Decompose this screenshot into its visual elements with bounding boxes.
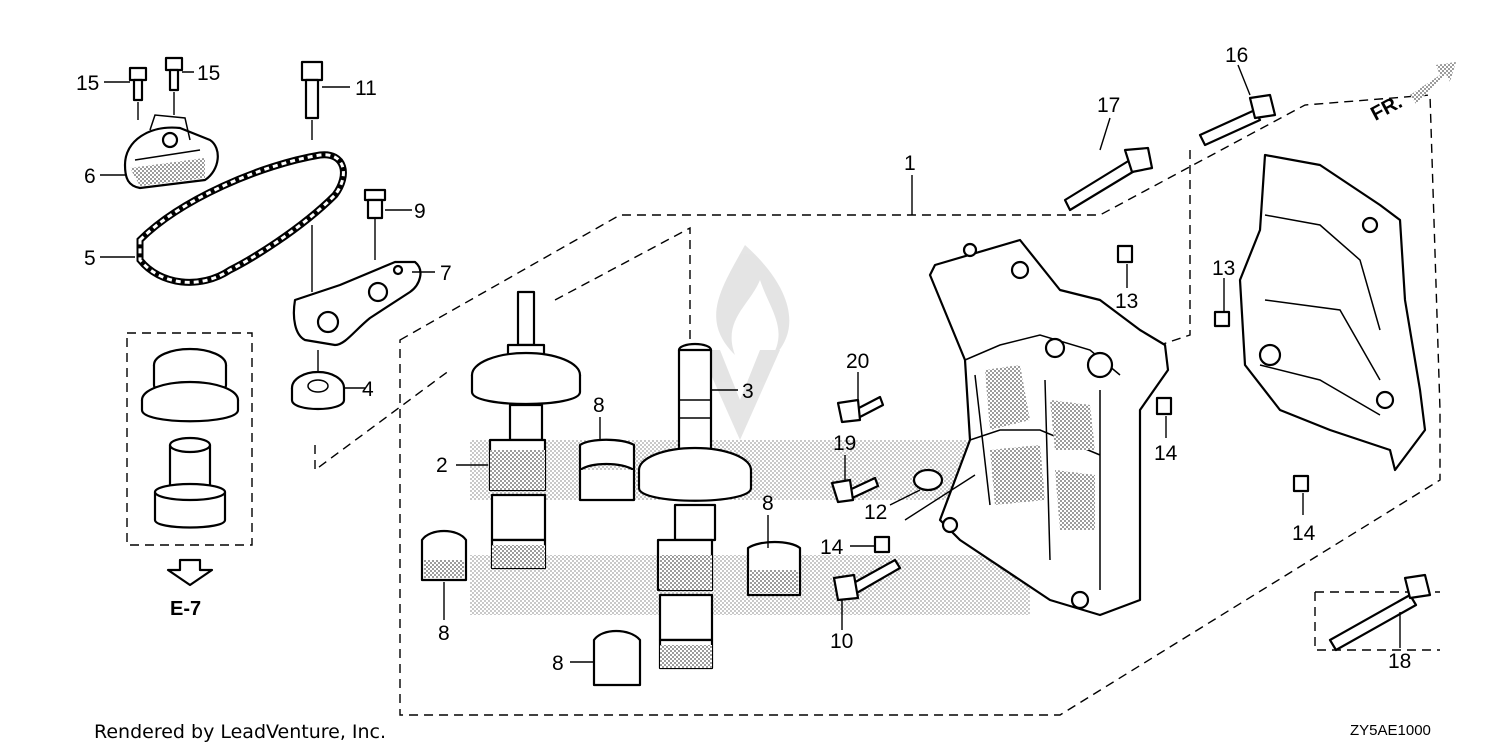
dowel-14-right <box>1292 474 1310 493</box>
timing-chain <box>136 151 347 286</box>
callout-12: 12 <box>864 501 887 524</box>
callout-2: 2 <box>436 454 448 477</box>
cylinder-head-cover <box>1238 153 1427 472</box>
front-direction-arrow-icon <box>1410 62 1456 104</box>
leader-lines <box>100 64 1401 663</box>
watermark-logo <box>700 245 790 440</box>
callout-5: 5 <box>84 247 96 270</box>
callout-20: 20 <box>846 350 869 373</box>
callout-15-b: 15 <box>197 62 220 85</box>
dowel-13-right <box>1213 310 1231 328</box>
dowel-13-left <box>1116 244 1134 264</box>
bolt-11 <box>300 60 324 140</box>
sleeve-12 <box>912 468 944 492</box>
callout-8-d: 8 <box>552 652 564 675</box>
callout-8-a: 8 <box>593 394 605 417</box>
head-cover-outline <box>1159 150 1191 346</box>
callout-8-c: 8 <box>762 492 774 515</box>
camshaft-exhaust <box>637 342 753 670</box>
camshaft-group-outline <box>554 226 691 470</box>
callout-14-a: 14 <box>1154 442 1178 465</box>
dowel-14-upper <box>1155 396 1173 416</box>
callout-13-a: 13 <box>1115 290 1138 313</box>
callout-6: 6 <box>84 165 96 188</box>
bolt-18 <box>1328 573 1432 652</box>
bolt-15-right <box>164 56 184 92</box>
camshaft-intake <box>470 290 582 570</box>
callout-18: 18 <box>1388 650 1411 673</box>
callout-17: 17 <box>1097 94 1120 117</box>
bolt-16 <box>1198 93 1277 147</box>
bearing-half-b <box>420 529 468 582</box>
chain-tensioner <box>123 114 219 190</box>
callout-10: 10 <box>830 630 853 653</box>
callout-3: 3 <box>742 380 754 403</box>
bolt-20 <box>836 395 885 424</box>
inset-outline <box>126 332 253 546</box>
callout-4: 4 <box>362 378 374 401</box>
bolt-9 <box>363 188 387 260</box>
callout-14-c: 14 <box>1292 522 1316 545</box>
bolt-15-left <box>128 66 148 102</box>
direction-label: FR. <box>1367 91 1406 126</box>
callout-15-a: 15 <box>76 72 99 95</box>
bolt-17 <box>1063 146 1154 212</box>
dowel-14-lower <box>873 535 891 554</box>
callout-16: 16 <box>1225 44 1248 67</box>
bolt18-outline <box>1314 591 1440 651</box>
inset-shaft <box>153 436 227 529</box>
bearing-half-d <box>592 629 642 687</box>
arrow-down-icon <box>166 558 214 587</box>
callout-1: 1 <box>904 152 916 175</box>
inset-gear <box>140 347 240 423</box>
bolt-10 <box>832 558 902 602</box>
credit-text: Rendered by LeadVenture, Inc. <box>94 721 386 743</box>
callout-14-b: 14 <box>820 536 844 559</box>
reference-label: E-7 <box>170 598 201 620</box>
callout-19: 19 <box>833 432 856 455</box>
callout-7: 7 <box>440 262 452 285</box>
drawing-code: ZY5AE1000 <box>1350 722 1431 739</box>
chain-guide <box>292 225 422 347</box>
assembly-outline <box>399 94 1441 716</box>
callout-9: 9 <box>414 200 426 223</box>
drive-gear <box>290 350 346 410</box>
bearing-half-c <box>746 540 802 597</box>
gear-group-outline <box>314 369 451 472</box>
camshaft-holder <box>928 238 1170 617</box>
callout-13-b: 13 <box>1212 257 1235 280</box>
bolt-19 <box>830 476 880 504</box>
callout-8-b: 8 <box>438 622 450 645</box>
callout-11: 11 <box>355 77 377 100</box>
bearing-half-a <box>578 438 636 502</box>
